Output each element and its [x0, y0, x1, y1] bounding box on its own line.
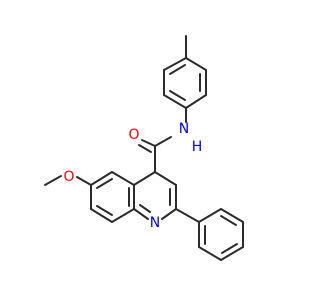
methoxy-group [44, 175, 92, 186]
molecule-structure: O N H O N [44, 35, 244, 261]
benzo-ring [90, 171, 135, 223]
bond [169, 90, 186, 101]
amide-nitrogen-label: N [179, 121, 189, 137]
bond [139, 204, 151, 213]
bond [163, 94, 187, 109]
bond [154, 136, 172, 147]
phenyl-ring [175, 208, 244, 261]
carbonyl-oxygen-label: O [128, 127, 139, 143]
bond [96, 205, 113, 216]
bond [221, 243, 238, 254]
bond [185, 57, 207, 71]
bond [198, 208, 222, 223]
bond [133, 171, 156, 186]
bond [90, 208, 113, 223]
bond [220, 246, 244, 261]
bond [44, 175, 62, 186]
pyridine-ring [133, 171, 177, 220]
bond [141, 139, 156, 147]
bond [90, 171, 113, 186]
bond [138, 144, 152, 153]
ring-nitrogen-label: N [150, 215, 160, 231]
tolyl-ring [163, 35, 207, 109]
bond [220, 215, 237, 226]
bond [169, 64, 186, 75]
bond [154, 171, 177, 186]
amide-hydrogen-label: H [192, 139, 203, 155]
bond [220, 208, 244, 223]
bond [96, 178, 113, 189]
bond [175, 208, 200, 223]
bond [198, 246, 222, 261]
bond [161, 208, 177, 220]
amide-linker [138, 107, 187, 173]
bond [111, 208, 135, 223]
bond [76, 176, 92, 186]
bond [133, 208, 149, 220]
methoxy-oxygen-label: O [63, 169, 74, 185]
atom-labels: O N H O N [63, 121, 202, 231]
bond [111, 171, 135, 186]
bond [163, 57, 187, 71]
bond [185, 94, 207, 109]
